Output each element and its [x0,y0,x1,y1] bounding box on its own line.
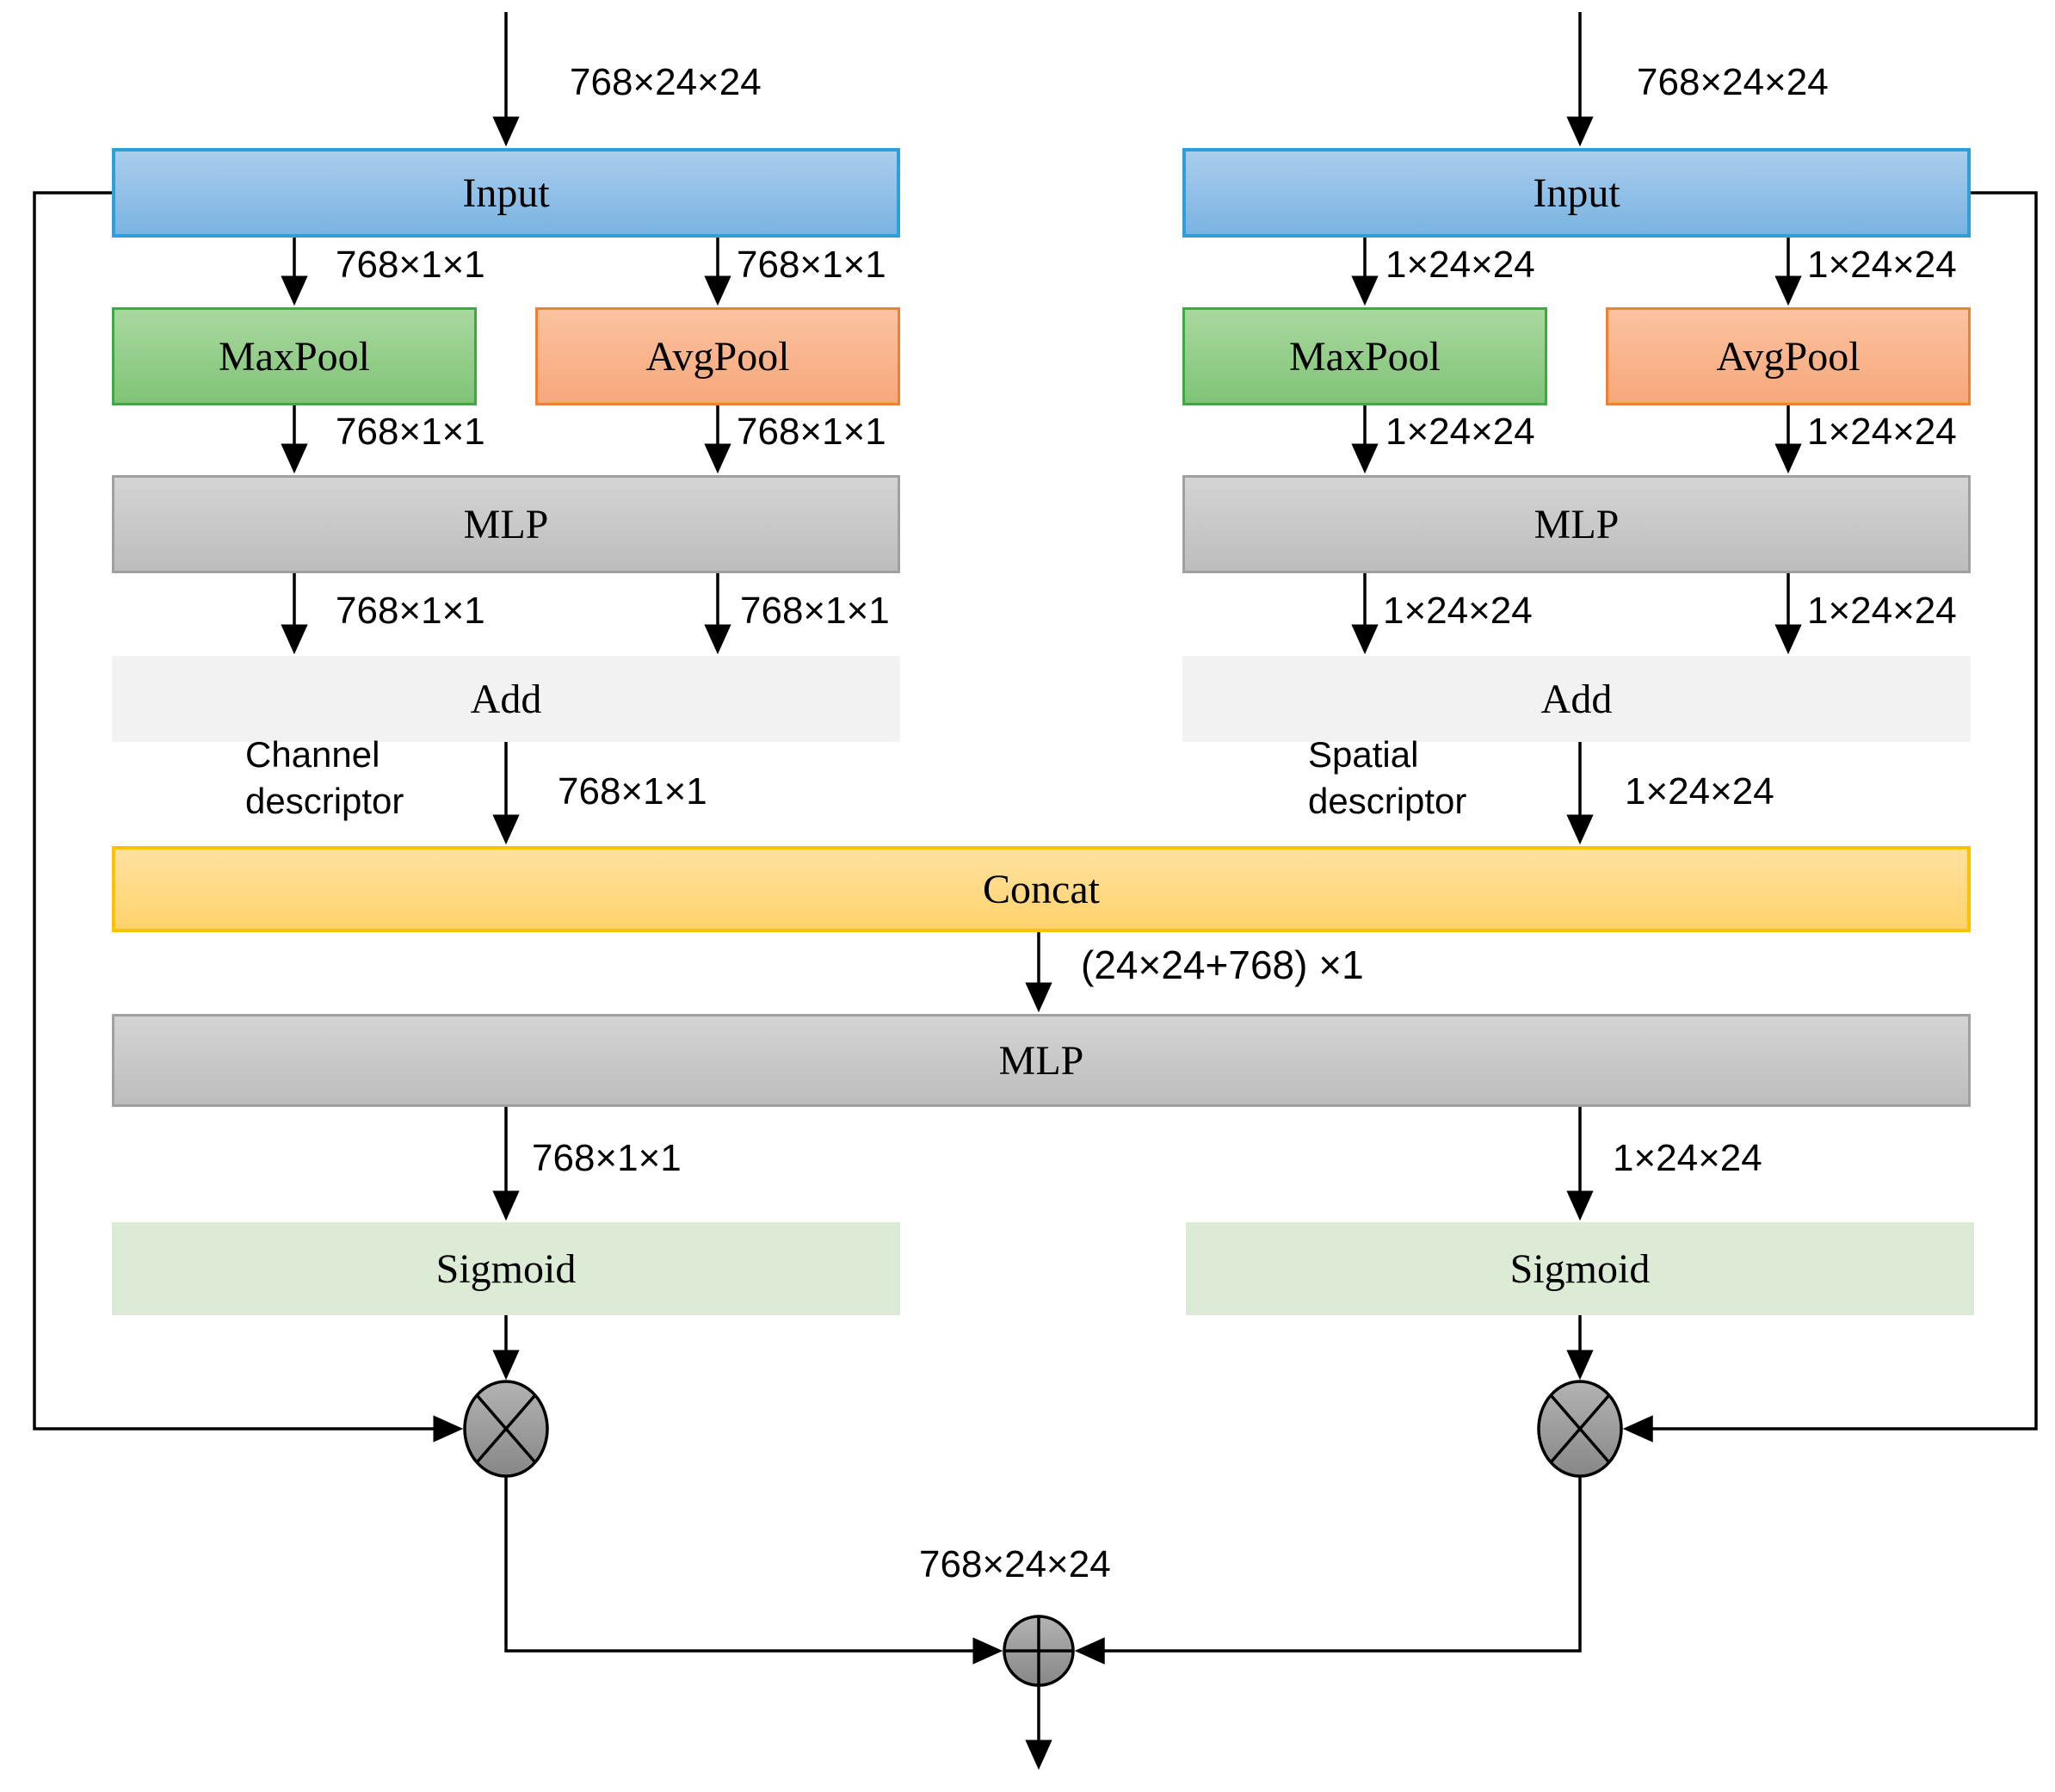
skip-connection-left [33,191,464,1443]
mlp-right-box: MLP [1182,475,1971,573]
dim-mlp-add-left-a: 768×1×1 [336,590,485,632]
multiply-node-right-icon [1537,1380,1623,1478]
mlp-shared-label: MLP [998,1037,1084,1084]
mlp-left-label: MLP [463,501,549,547]
dim-concat-mlp: (24×24+768) ×1 [1081,942,1364,987]
dim-mlp-add-left-b: 768×1×1 [740,590,890,632]
maxpool-left-box: MaxPool [112,307,477,405]
mlp-shared-box: MLP [112,1014,1971,1107]
maxpool-left-label: MaxPool [218,333,370,380]
dim-input-right: 768×24×24 [1637,61,1829,103]
dim-in-avg-left: 768×1×1 [737,244,886,286]
add-right-label: Add [1540,676,1613,722]
maxpool-right-box: MaxPool [1182,307,1547,405]
avgpool-right-box: AvgPool [1606,307,1971,405]
dim-input-left: 768×24×24 [570,61,762,103]
avgpool-left-label: AvgPool [645,333,790,380]
skip-connection-right [1622,191,2038,1443]
add-right-box: Add [1182,656,1971,742]
dim-mlp-add-right-a: 1×24×24 [1383,590,1533,632]
maxpool-right-label: MaxPool [1288,333,1441,380]
spatial-descriptor-line1: Spatial [1308,734,1419,775]
input-right-box: Input [1182,148,1971,238]
spatial-descriptor-label: Spatial descriptor [1308,732,1466,825]
dim-add-concat-right: 1×24×24 [1625,770,1774,813]
add-left-label: Add [470,676,542,722]
channel-descriptor-line2: descriptor [245,780,404,821]
sigmoid-right-label: Sigmoid [1509,1245,1651,1292]
dim-in-avg-right: 1×24×24 [1807,244,1957,286]
input-left-label: Input [462,170,550,216]
dim-in-max-left: 768×1×1 [336,244,485,286]
sigmoid-left-box: Sigmoid [112,1222,900,1315]
arrow-multiplyleft-addjoin [504,1476,1003,1665]
dim-in-max-right: 1×24×24 [1385,244,1535,286]
sigmoid-left-label: Sigmoid [435,1245,577,1292]
input-left-box: Input [112,148,900,238]
concat-label: Concat [983,866,1100,912]
add-left-box: Add [112,656,900,742]
avgpool-right-label: AvgPool [1716,333,1861,380]
arrow-multiplyright-addjoin [1074,1476,1582,1665]
dim-add-concat-left: 768×1×1 [558,770,707,813]
dim-mlp-sigmoid-right: 1×24×24 [1613,1137,1762,1179]
input-right-label: Input [1533,170,1620,216]
avgpool-left-box: AvgPool [535,307,900,405]
concat-box: Concat [112,846,1971,932]
mlp-right-label: MLP [1534,501,1620,547]
dim-avg-mlp-left: 768×1×1 [737,411,886,453]
dim-mlp-add-right-b: 1×24×24 [1807,590,1957,632]
dim-avg-mlp-right: 1×24×24 [1807,411,1957,453]
dim-mlp-sigmoid-left: 768×1×1 [532,1137,682,1179]
dim-max-mlp-right: 1×24×24 [1385,411,1535,453]
dim-max-mlp-left: 768×1×1 [336,411,485,453]
spatial-descriptor-line2: descriptor [1308,780,1467,821]
mlp-left-box: MLP [112,475,900,573]
sigmoid-right-box: Sigmoid [1186,1222,1974,1315]
channel-descriptor-line1: Channel [245,734,380,775]
dim-output: 768×24×24 [919,1543,1111,1585]
multiply-node-left-icon [463,1380,549,1478]
channel-descriptor-label: Channel descriptor [245,732,404,825]
add-node-icon [1003,1615,1075,1687]
